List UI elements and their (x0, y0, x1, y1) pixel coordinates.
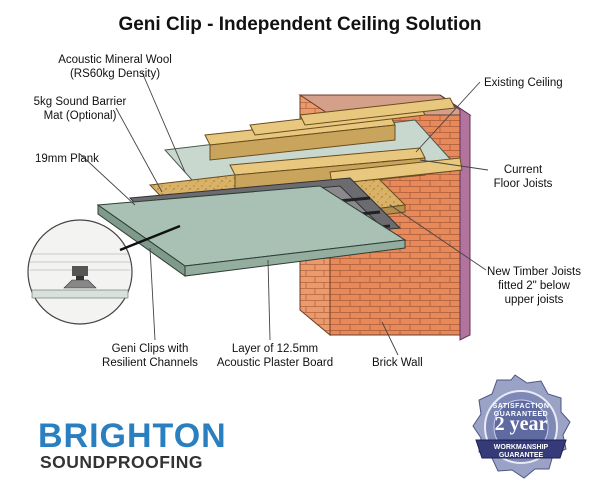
label-sound-barrier-mat: 5kg Sound Barrier Mat (Optional) (20, 95, 140, 123)
label-plasterboard-line1: Layer of 12.5mm (231, 343, 319, 355)
label-new-timber-joists-line3: upper joists (504, 294, 564, 306)
label-plasterboard-line2: Acoustic Plaster Board (216, 357, 334, 369)
seal-top-text: SATISFACTION GUARANTEED (492, 403, 550, 418)
label-plank: 19mm Plank (35, 153, 99, 165)
label-current-joists-line2: Floor Joists (493, 178, 553, 190)
label-mineral-wool: Acoustic Mineral Wool (RS60kg Density) (40, 53, 190, 81)
label-current-joists-line1: Current (503, 164, 543, 176)
label-geni-clips-line1: Geni Clips with (111, 343, 189, 355)
seal-banner-text: WORKMANSHIP GUARANTEE (493, 444, 549, 459)
label-geni-clips: Geni Clips with Resilient Channels (80, 342, 220, 370)
guarantee-seal (472, 374, 571, 479)
label-new-timber-joists-line2: fitted 2" below (498, 280, 570, 292)
new-timber-joists (229, 147, 463, 193)
brighton-logo-line1: BRIGHTON (38, 417, 227, 455)
detail-pointer (119, 224, 181, 252)
leader-lines (79, 71, 489, 356)
label-existing-ceiling: Existing Ceiling (484, 77, 563, 89)
clip-detail-circle (27, 219, 133, 325)
label-new-timber-joists: New Timber Joists fitted 2" below upper … (474, 265, 594, 307)
diagram-title: Geni Clip - Independent Ceiling Solution (118, 14, 482, 35)
label-brick-wall: Brick Wall (372, 357, 423, 369)
label-sound-barrier-mat-line1: 5kg Sound Barrier (33, 96, 127, 108)
seal-center-text: 2 year (494, 413, 548, 435)
label-mineral-wool-line2: (RS60kg Density) (69, 68, 161, 80)
brighton-logo-line2: SOUNDPROOFING (40, 452, 204, 472)
label-plasterboard: Layer of 12.5mm Acoustic Plaster Board (200, 342, 350, 370)
label-sound-barrier-mat-line2: Mat (Optional) (43, 110, 117, 122)
label-current-joists: Current Floor Joists (478, 163, 568, 191)
label-geni-clips-line2: Resilient Channels (102, 357, 198, 369)
label-new-timber-joists-line1: New Timber Joists (487, 266, 581, 278)
current-floor-joists (204, 97, 456, 161)
label-mineral-wool-line1: Acoustic Mineral Wool (58, 54, 172, 66)
